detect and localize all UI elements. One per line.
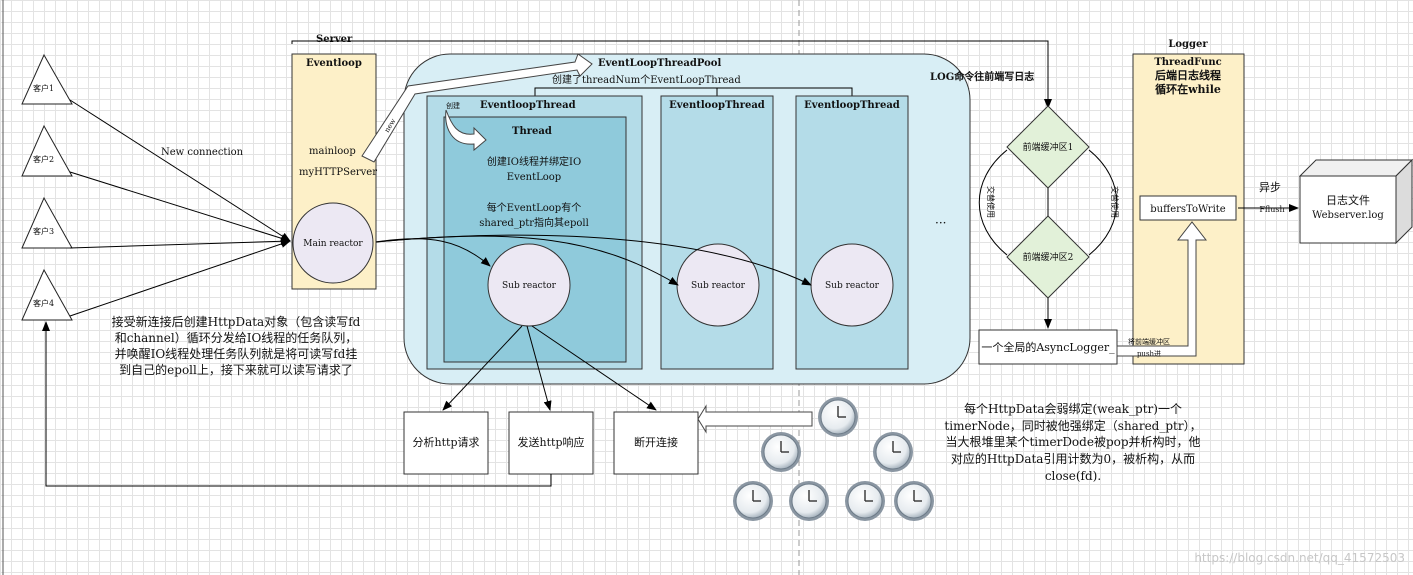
client-1: 客户1 xyxy=(21,53,73,105)
front-buffer-1-label: 前端缓冲区1 xyxy=(1023,141,1074,153)
svg-text:timerNode，同时被他强绑定（shared_ptr），: timerNode，同时被他强绑定（shared_ptr）， xyxy=(944,418,1201,433)
svg-text:接受新连接后创建HttpData对象（包含读写fd: 接受新连接后创建HttpData对象（包含读写fd xyxy=(112,314,361,329)
client-1-label: 客户1 xyxy=(33,83,54,93)
accept-description: 接受新连接后创建HttpData对象（包含读写fd 和channel）循环分发给… xyxy=(112,314,361,377)
threadfunc-label: ThreadFunc xyxy=(1154,57,1221,68)
event-loop-thread-2 xyxy=(660,95,774,370)
async-logger-label: 一个全局的AsyncLogger_ xyxy=(981,340,1115,354)
logger-title: Logger xyxy=(1168,39,1208,50)
svg-text:和channel）循环分发给IO线程的任务队列，: 和channel）循环分发给IO线程的任务队列， xyxy=(115,330,358,345)
event-loop-thread-2-title: EventloopThread xyxy=(669,100,765,111)
server-to-log-line xyxy=(291,40,1052,109)
log-file-label-2: Webserver.log xyxy=(1312,210,1384,221)
event-loop-thread-1-title: EventloopThread xyxy=(480,100,576,111)
pool-subtitle: 创建了threadNum个EventLoopThread xyxy=(552,73,741,86)
buffers-to-write-box xyxy=(1139,195,1237,221)
send-http-label: 发送http响应 xyxy=(518,435,585,449)
client-3-label: 客户3 xyxy=(33,226,54,236)
client-2: 客户2 xyxy=(21,124,73,177)
client-connections xyxy=(69,99,291,317)
inner-thread-title: Thread xyxy=(512,126,552,137)
sub-reactor-actions xyxy=(442,325,657,411)
svg-text:每个HttpData会弱绑定(weak_ptr)一个: 每个HttpData会弱绑定(weak_ptr)一个 xyxy=(964,401,1182,416)
watermark: https://blog.csdn.net/qq_41572503 xyxy=(1194,551,1405,565)
event-loop-thread-3-title: EventloopThread xyxy=(804,100,900,111)
client-3: 客户3 xyxy=(21,196,73,249)
server-eventloop-title: Eventloop xyxy=(306,58,362,69)
timer-description: 每个HttpData会弱绑定(weak_ptr)一个 timerNode，同时被… xyxy=(944,401,1201,483)
pool-branch-line xyxy=(534,87,853,96)
swap-right-arc xyxy=(1088,149,1118,256)
timer-close-arrow xyxy=(697,404,813,434)
svg-text:当大根堆里某个timerDode被pop并析构时，他: 当大根堆里某个timerDode被pop并析构时，他 xyxy=(945,434,1200,449)
sub-reactor-1 xyxy=(487,243,571,327)
push-label-1: 将前端缓冲区 xyxy=(1128,337,1170,346)
backend-thread-label-1: 后端日志线程 xyxy=(1155,68,1221,82)
parse-http-box xyxy=(403,411,489,475)
close-connection-box xyxy=(613,411,699,475)
pool-ellipsis: ··· xyxy=(935,216,946,230)
log-file: 日志文件 Webserver.log xyxy=(1298,158,1413,245)
response-feedback-line xyxy=(42,321,552,487)
pool-title: EventLoopThreadPool xyxy=(598,58,721,69)
new-arrow xyxy=(361,53,593,163)
send-http-box xyxy=(508,411,594,475)
thread-desc-1: 创建IO线程并绑定IO xyxy=(487,155,581,168)
async-label: 异步 xyxy=(1259,181,1281,194)
new-connection-label: New connection xyxy=(161,147,244,158)
event-loop-thread-3 xyxy=(795,95,909,370)
parse-http-label: 分析http请求 xyxy=(413,435,480,449)
swap-right-label: 交替使用 xyxy=(1110,186,1120,218)
client-4-label: 客户4 xyxy=(33,298,54,308)
push-label-2: push进 xyxy=(1137,350,1161,358)
client-2-label: 客户2 xyxy=(33,154,54,164)
sub-reactor-2-label: Sub reactor xyxy=(691,281,746,291)
server-httpserver-label: myHTTPServer xyxy=(299,167,377,178)
server-label: Server xyxy=(316,34,353,45)
create-curved-arrow xyxy=(445,109,487,152)
sub-reactor-3-label: Sub reactor xyxy=(825,281,880,291)
close-connection-label: 断开连接 xyxy=(634,435,678,449)
create-label: 创建 xyxy=(446,101,460,110)
server-mainloop-label: mainloop xyxy=(309,146,356,157)
swap-left-label: 交替使用 xyxy=(986,186,996,218)
main-reactor-node xyxy=(292,202,374,284)
front-buffer-2-label: 前端缓冲区2 xyxy=(1023,251,1074,263)
svg-text:对应的HttpData引用计数为0，被析构，从而: 对应的HttpData引用计数为0，被析构，从而 xyxy=(951,451,1195,466)
fflush-label: Fflush xyxy=(1259,205,1284,214)
thread-desc-3: 每个EventLoop有个 xyxy=(487,201,581,214)
svg-text:close(fd).: close(fd). xyxy=(1045,469,1101,483)
buffers-to-write-label: buffersToWrite xyxy=(1150,204,1226,215)
log-file-label-1: 日志文件 xyxy=(1326,193,1370,207)
sub-reactor-1-label: Sub reactor xyxy=(502,281,557,291)
svg-text:到自己的epoll上，接下来就可以读写请求了: 到自己的epoll上，接下来就可以读写请求了 xyxy=(119,362,353,377)
log-command-label: LOG命令往前端写日志 xyxy=(930,70,1034,83)
svg-text:并唤醒IO线程处理任务队列就是将可读写fd挂: 并唤醒IO线程处理任务队列就是将可读写fd挂 xyxy=(115,346,358,361)
thread-desc-2: EventLoop xyxy=(507,172,561,183)
backend-thread-label-2: 循环在while xyxy=(1155,82,1221,96)
swap-left-arc xyxy=(978,149,1008,256)
client-4: 客户4 xyxy=(21,268,73,321)
dispatch-arrows xyxy=(375,234,812,286)
thread-desc-4: shared_ptr指向其epoll xyxy=(479,216,589,229)
push-arrow xyxy=(1116,221,1208,357)
main-reactor-label: Main reactor xyxy=(303,239,363,249)
async-logger-box xyxy=(978,329,1118,365)
